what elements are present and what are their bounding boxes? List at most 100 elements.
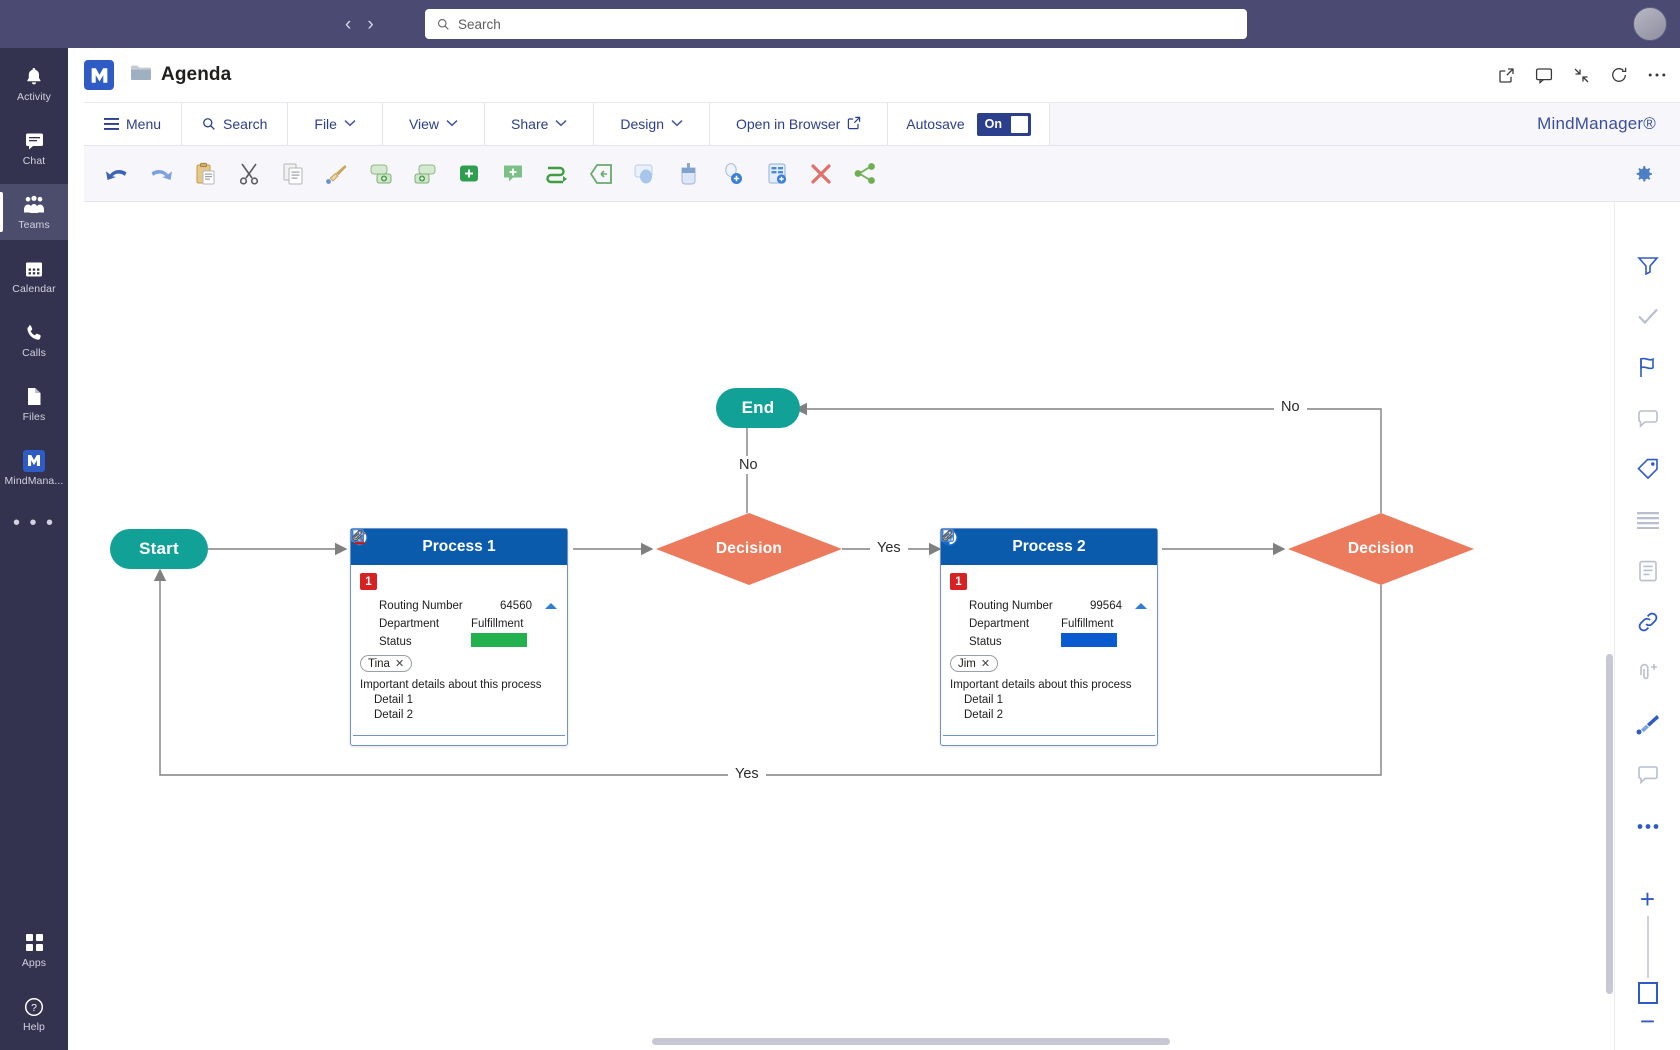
remove-resource-icon[interactable]: ✕ [394,658,405,670]
property-row[interactable]: Department Fulfillment [941,529,1148,632]
add-callout-icon[interactable] [498,159,528,189]
calendar-icon [24,258,44,280]
rail-more-icon[interactable]: • • • [12,512,56,534]
property-name: Status [379,635,412,648]
more-icon[interactable] [1631,809,1665,843]
node-process-2[interactable]: Process 2 1 Routing Number [940,528,1158,746]
format-brush-icon[interactable] [1631,707,1665,741]
sidebar-item-apps[interactable]: Apps [0,922,68,978]
autosave-toggle[interactable]: On [976,112,1031,136]
node-end[interactable]: End [716,388,800,428]
open-external-icon[interactable] [1498,67,1515,84]
property-row[interactable]: Status [351,529,558,650]
flag-icon[interactable] [1631,350,1665,384]
sidebar-item-chat[interactable]: Chat [0,120,68,176]
add-boundary-icon[interactable] [586,159,616,189]
menu-button[interactable]: Menu [84,103,183,145]
back-arrow-icon[interactable]: ‹ [345,13,352,35]
delete-icon[interactable] [806,159,836,189]
property-name: Department [379,617,440,630]
sidebar-item-teams[interactable]: Teams [0,184,68,240]
zoom-slider-handle[interactable] [1637,982,1658,1004]
property-row[interactable]: Status [941,529,1148,650]
node-start-label: Start [139,539,179,558]
sidebar-item-files[interactable]: Files [0,376,68,432]
property-value: 99564 [1090,599,1122,612]
copy-icon[interactable] [278,159,308,189]
list-icon[interactable] [1631,503,1665,537]
zoom-slider-track[interactable] [1646,916,1649,978]
hyperlink-icon[interactable] [1631,605,1665,639]
bell-icon [24,66,44,88]
menu-share-button[interactable]: Share [485,103,595,145]
tag-icon[interactable] [1631,452,1665,486]
search-icon [203,118,215,130]
format-painter-icon[interactable] [322,159,352,189]
add-property-icon[interactable] [762,159,792,189]
cut-icon[interactable] [234,159,264,189]
priority-badge[interactable]: 1 [360,573,377,590]
menu-search-button[interactable]: Search [182,103,289,145]
teams-left-rail: Activity Chat Teams Calenda [0,48,68,1050]
menu-design-button[interactable]: Design [594,103,710,145]
node-decision-2[interactable]: Decision [1288,513,1474,585]
search-input[interactable]: Search [425,9,1247,39]
property-row[interactable]: Department Fulfillment [351,529,558,632]
notes-block[interactable]: Important details about this process Det… [352,529,558,724]
filter-icon[interactable] [1631,248,1665,282]
notes-block[interactable]: Important details about this process Det… [942,529,1148,724]
resource-tag[interactable]: Tina ✕ [352,529,413,672]
menu-view-button[interactable]: View [382,103,486,145]
hamburger-icon [104,118,119,130]
node-start[interactable]: Start [110,529,208,569]
redo-icon[interactable] [146,159,176,189]
property-row[interactable]: Routing Number 99564 [941,529,1148,614]
avatar[interactable] [1633,7,1667,41]
node-process-1-footer [352,529,565,745]
sidebar-item-mindmanager[interactable]: MindMana... [0,440,68,496]
refresh-icon[interactable] [1610,66,1628,84]
menu-file-button[interactable]: File [288,103,383,145]
canvas-horizontal-scrollbar[interactable] [652,1038,1170,1045]
property-row[interactable]: Routing Number 64560 [351,529,558,614]
callout-icon[interactable] [1631,758,1665,792]
zoom-out-button[interactable]: − [1639,1006,1656,1036]
menu-file-label: File [314,116,337,132]
gear-icon[interactable] [1628,159,1658,189]
remove-resource-icon[interactable]: ✕ [980,658,991,670]
resource-tag[interactable]: Jim ✕ [942,529,999,672]
add-topic-before-icon[interactable] [366,159,396,189]
sidebar-item-activity[interactable]: Activity [0,56,68,112]
canvas-vertical-scrollbar[interactable] [1606,654,1613,994]
fill-color-icon[interactable] [674,159,704,189]
diagram-canvas[interactable]: Start End Decision [84,202,1614,1050]
sidebar-item-help[interactable]: ? Help [0,986,68,1042]
add-marker-icon[interactable] [718,159,748,189]
notes-icon[interactable] [1631,554,1665,588]
comment-icon[interactable] [1631,401,1665,435]
undo-icon[interactable] [102,159,132,189]
zoom-control[interactable]: + − [1637,884,1658,1050]
node-decision-1[interactable]: Decision [656,513,842,585]
zoom-in-button[interactable]: + [1639,884,1656,914]
collapse-caret-icon[interactable] [545,602,557,609]
sidebar-item-calls[interactable]: Calls [0,312,68,368]
attachment-icon[interactable] [1631,656,1665,690]
share-node-icon[interactable] [850,159,880,189]
paste-icon[interactable] [190,159,220,189]
sidebar-item-calendar[interactable]: Calendar [0,248,68,304]
forward-arrow-icon[interactable]: › [367,13,374,35]
add-relationship-icon[interactable] [542,159,572,189]
collapse-caret-icon[interactable] [1135,602,1147,609]
collapse-icon[interactable] [1573,67,1590,84]
priority-badge[interactable]: 1 [950,573,967,590]
more-options-icon[interactable] [1648,72,1666,78]
comment-icon[interactable] [1535,67,1553,84]
node-process-1[interactable]: Process 1 1 [350,528,568,746]
checkmark-icon[interactable] [1631,299,1665,333]
add-topic-after-icon[interactable] [410,159,440,189]
open-in-browser-button[interactable]: Open in Browser [710,103,889,145]
shape-fill-icon[interactable] [630,159,660,189]
autosave-control[interactable]: Autosave On [888,103,1050,145]
add-subtopic-icon[interactable] [454,159,484,189]
